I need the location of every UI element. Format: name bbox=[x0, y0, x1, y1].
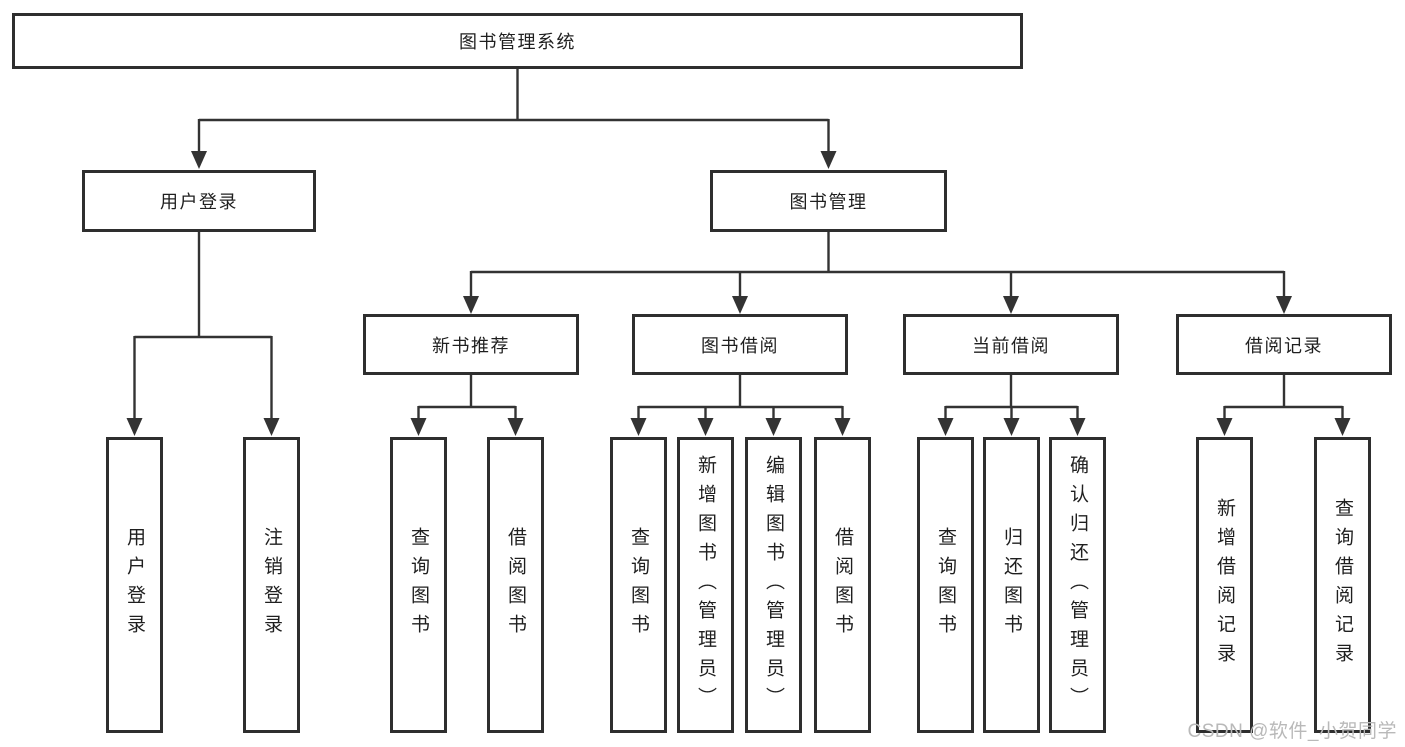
leaf-label: 新增借阅记录 bbox=[1214, 498, 1235, 672]
node-label: 图书管理系统 bbox=[459, 32, 576, 52]
leaf-borrow-edit-book-admin: 编辑图书（管理员） bbox=[745, 437, 802, 733]
node-borrowing-records: 借阅记录 bbox=[1176, 314, 1392, 375]
leaf-user-login: 用户登录 bbox=[106, 437, 163, 733]
leaf-recommend-borrow-book: 借阅图书 bbox=[487, 437, 544, 733]
node-user-login: 用户登录 bbox=[82, 170, 316, 232]
leaf-current-confirm-return-admin: 确认归还（管理员） bbox=[1049, 437, 1106, 733]
leaf-label: 查询图书 bbox=[628, 527, 649, 643]
node-label: 图书管理 bbox=[789, 192, 868, 212]
leaf-label: 用户登录 bbox=[124, 527, 145, 643]
node-label: 借阅记录 bbox=[1245, 335, 1323, 356]
leaf-current-return-book: 归还图书 bbox=[983, 437, 1040, 733]
leaf-label: 注销登录 bbox=[261, 527, 282, 643]
leaf-label: 查询图书 bbox=[408, 527, 429, 643]
leaf-label: 新增图书（管理员） bbox=[695, 454, 716, 716]
leaf-borrow-borrow-book: 借阅图书 bbox=[814, 437, 871, 733]
csdn-watermark: CSDN @软件_小贺同学 bbox=[1187, 721, 1397, 742]
leaf-label: 编辑图书（管理员） bbox=[763, 454, 784, 716]
node-new-book-recommendation: 新书推荐 bbox=[363, 314, 579, 375]
leaf-label: 查询借阅记录 bbox=[1332, 498, 1353, 672]
leaf-borrow-query-book: 查询图书 bbox=[610, 437, 667, 733]
node-library-management-system: 图书管理系统 bbox=[12, 13, 1023, 69]
leaf-label: 借阅图书 bbox=[505, 527, 526, 643]
node-book-borrowing: 图书借阅 bbox=[632, 314, 848, 375]
leaf-recommend-query-book: 查询图书 bbox=[390, 437, 447, 733]
node-current-borrowing: 当前借阅 bbox=[903, 314, 1119, 375]
leaf-label: 确认归还（管理员） bbox=[1067, 454, 1088, 716]
leaf-label: 借阅图书 bbox=[832, 527, 853, 643]
leaf-logout: 注销登录 bbox=[243, 437, 300, 733]
leaf-current-query-book: 查询图书 bbox=[917, 437, 974, 733]
leaf-records-query-record: 查询借阅记录 bbox=[1314, 437, 1371, 733]
leaf-label: 查询图书 bbox=[935, 527, 956, 643]
node-label: 图书借阅 bbox=[701, 335, 779, 356]
node-book-management: 图书管理 bbox=[710, 170, 947, 232]
node-label: 新书推荐 bbox=[432, 335, 510, 356]
node-label: 当前借阅 bbox=[972, 335, 1050, 356]
leaf-label: 归还图书 bbox=[1001, 527, 1022, 643]
leaf-borrow-add-book-admin: 新增图书（管理员） bbox=[677, 437, 734, 733]
leaf-records-add-record: 新增借阅记录 bbox=[1196, 437, 1253, 733]
node-label: 用户登录 bbox=[160, 192, 238, 212]
